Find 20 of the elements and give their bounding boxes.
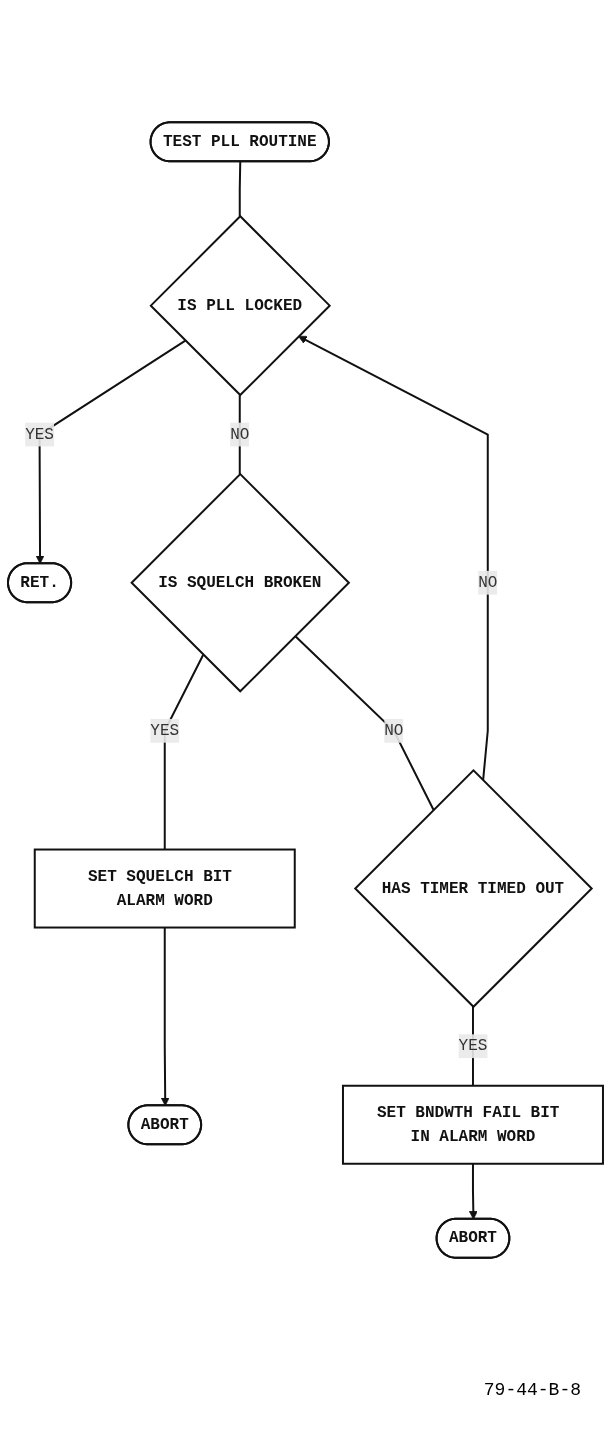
connector (163, 653, 205, 851)
arrow (35, 339, 187, 565)
node-box: SET SQUELCH BIT ALARM WORD (33, 848, 296, 929)
edge-label: YES (150, 721, 180, 740)
edge-label: YES (458, 1037, 488, 1056)
connector (238, 394, 241, 476)
edge-label: YES (25, 425, 54, 444)
node-diamond: IS SQUELCH BROKEN (130, 472, 351, 693)
arrow (160, 926, 170, 1107)
edge-label: NO (478, 573, 498, 592)
figure-number: 79-44-B-8 (482, 1380, 581, 1400)
node-diamond: HAS TIMER TIMED OUT (353, 768, 594, 1009)
edge-label: NO (230, 425, 250, 444)
arrow (298, 335, 489, 782)
node-box: SET BNDWTH FAIL BIT IN ALARM WORD (342, 1084, 604, 1165)
connector (238, 160, 242, 218)
connector (294, 634, 435, 811)
edge-label: NO (384, 721, 404, 740)
arrow (468, 1162, 478, 1220)
node-diamond: IS PLL LOCKED (149, 214, 332, 397)
